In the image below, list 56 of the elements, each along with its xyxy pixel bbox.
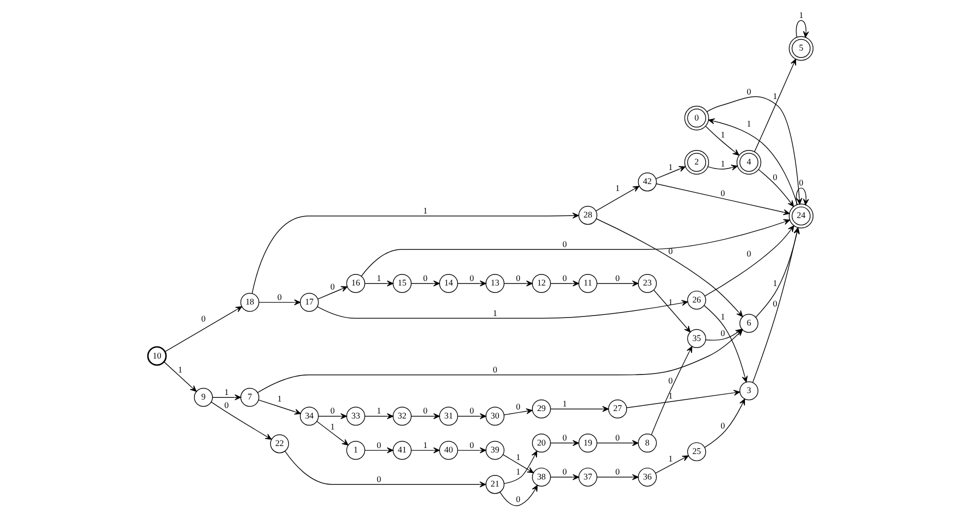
edge-label: 0: [668, 375, 672, 386]
edge-label: 1: [516, 466, 520, 477]
edge-label: 0: [798, 178, 803, 188]
edge-label: 1: [516, 452, 520, 462]
edge-label: 0: [516, 401, 520, 412]
edge-label: 0: [772, 298, 777, 308]
edge-label: 1: [746, 118, 751, 128]
edge-label: 0: [668, 246, 672, 256]
edge-label: 0: [469, 406, 474, 416]
edge-label: 1: [614, 183, 620, 194]
edge-label: 1: [422, 440, 428, 450]
edge-label: 0: [562, 432, 566, 443]
edge-label: 0: [614, 432, 620, 443]
edge-label: 0: [614, 272, 620, 283]
edge-label: 0: [492, 364, 497, 374]
edge-label: 0: [200, 314, 206, 324]
edge-label: 0: [469, 440, 474, 450]
edge-label: 0: [562, 466, 566, 477]
edge-label: 1: [720, 158, 724, 168]
edge-label: 1: [492, 308, 497, 318]
edge-label: 0: [516, 272, 520, 283]
edge-label: 0: [276, 292, 282, 302]
edge-label: 0: [422, 272, 428, 283]
edge-label: 1: [224, 386, 228, 397]
edge-label: 1: [772, 278, 777, 288]
edge-label: 0: [720, 188, 724, 198]
edge-label: 0: [720, 420, 724, 430]
edge-label: 0: [376, 440, 381, 450]
edge-label: 0: [330, 282, 334, 292]
edge-label: 0: [746, 86, 751, 97]
edge-label: 0: [224, 400, 228, 410]
edge-label: 1: [668, 162, 672, 172]
edge-label: 1: [178, 364, 182, 374]
edge-label: 1: [668, 390, 672, 401]
edge-label: 1: [276, 393, 282, 404]
edge-label: 0: [614, 466, 620, 477]
edge-label: 1: [772, 90, 777, 101]
edge-label: 0: [746, 248, 751, 258]
edge-label: 0: [772, 172, 777, 182]
edge-label: 1: [330, 422, 334, 432]
edge-label: 0: [422, 406, 428, 416]
edge-label: 0: [516, 494, 520, 504]
edge-label: 0: [720, 328, 724, 338]
edge-label: 0: [330, 406, 334, 416]
edge-label: 1: [720, 129, 724, 140]
edge-label: 1: [798, 10, 803, 20]
edge-label: 0: [376, 474, 381, 484]
edge-label: 0: [562, 272, 566, 283]
edge-label: 1: [376, 406, 381, 416]
edge-label: 1: [376, 272, 381, 283]
edge-label: 0: [469, 272, 474, 283]
edge-label: 1: [720, 311, 724, 322]
edge-label: 1: [422, 206, 428, 216]
edge-label: 1: [562, 398, 566, 408]
edge-label: 1: [668, 454, 672, 464]
edge-label: 0: [562, 238, 566, 249]
